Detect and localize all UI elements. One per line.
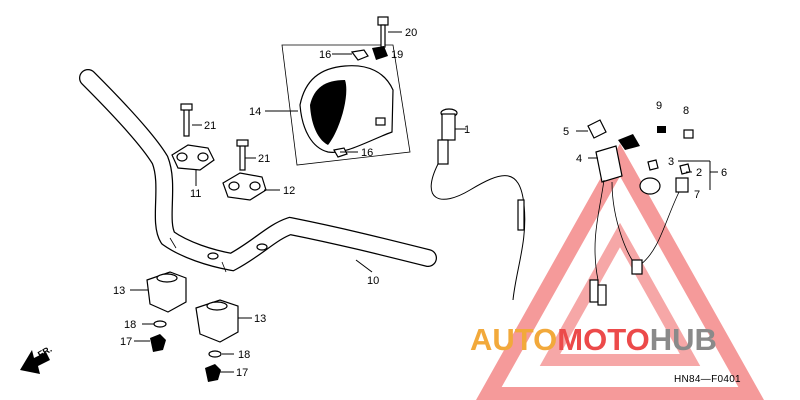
callout-1: 1: [464, 124, 470, 136]
bolt-20: [377, 16, 389, 48]
callout-17-right: 17: [236, 367, 248, 379]
callout-17-left: 17: [120, 336, 132, 348]
lower-holder-right: [195, 299, 239, 382]
callout-9: 9: [656, 100, 662, 112]
callout-13-right: 13: [254, 313, 266, 325]
callout-20: 20: [405, 27, 417, 39]
handlebar: [79, 69, 437, 273]
upper-holder-right: [222, 139, 267, 201]
leader-lines: [130, 31, 718, 373]
callout-18-left: 18: [124, 319, 136, 331]
callout-16-upper: 16: [319, 49, 331, 61]
callout-18-right: 18: [238, 349, 250, 361]
watermark-logo-icon: [476, 143, 764, 400]
callout-3: 3: [668, 156, 674, 168]
callout-11: 11: [190, 188, 201, 200]
handlebar-cover: [281, 44, 411, 166]
callout-16-lower: 16: [361, 147, 373, 159]
clip-19: [372, 46, 388, 60]
clip-16-upper: [350, 49, 369, 61]
switch-harness: [587, 119, 694, 306]
watermark-text-part3: HUB: [650, 322, 717, 357]
callout-21-right: 21: [258, 153, 270, 165]
watermark-text-part2: MOTO: [557, 322, 649, 357]
watermark-text-part1: AUTO: [470, 322, 557, 357]
diagram-code: HN84—F0401: [674, 374, 741, 385]
callout-10: 10: [367, 275, 379, 287]
callout-21-left: 21: [204, 120, 216, 132]
lower-holder-left: [146, 271, 187, 352]
upper-holder-left: [171, 103, 215, 171]
callout-7: 7: [694, 189, 700, 201]
callout-13-left: 13: [113, 285, 125, 297]
callout-14: 14: [249, 106, 261, 118]
callout-8: 8: [683, 105, 689, 117]
callout-6: 6: [721, 167, 727, 179]
front-direction-marker: FR.: [20, 344, 54, 374]
callout-labels: 1 2 3 4 5 6 7 8 9 10 11 12 13 13 14 16 1…: [113, 27, 727, 379]
watermark-text: AUTOMOTOHUB: [470, 322, 717, 357]
callout-19: 19: [391, 49, 403, 61]
front-label: FR.: [36, 344, 54, 360]
callout-2: 2: [696, 167, 702, 179]
callout-5: 5: [563, 126, 569, 138]
callout-4: 4: [576, 153, 582, 165]
throttle-cable: [430, 108, 526, 301]
callout-12: 12: [283, 185, 295, 197]
